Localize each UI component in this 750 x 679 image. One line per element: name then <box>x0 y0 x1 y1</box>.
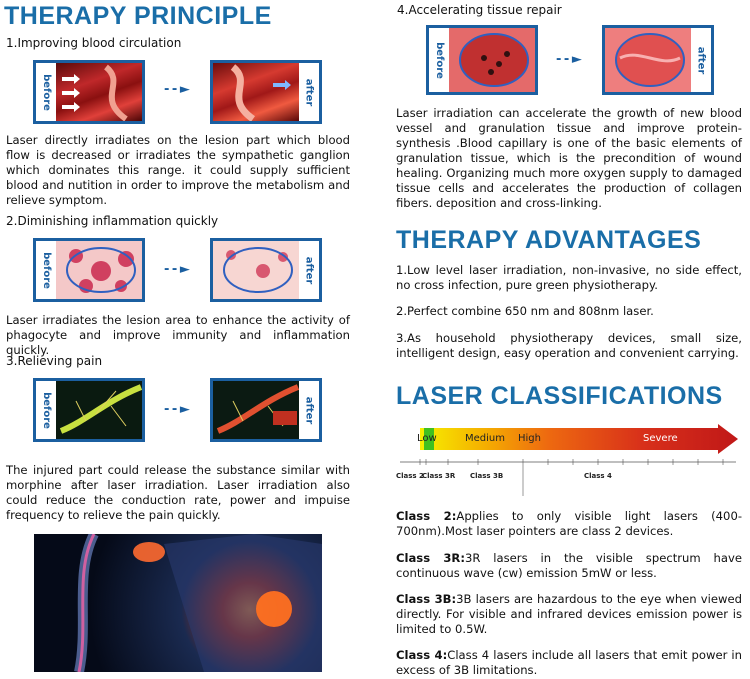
section-4-text: Laser irradiation can accelerate the gro… <box>396 106 742 210</box>
arrow-icon: - - ► <box>164 262 190 277</box>
therapy-principle-title: THERAPY PRINCIPLE <box>4 2 272 30</box>
section-3-text: The injured part could release the subst… <box>6 463 350 522</box>
section-3-heading: 3.Relieving pain <box>6 354 103 368</box>
class-3b-label: Class 3B <box>470 472 504 480</box>
section-1-text: Laser directly irradiates on the lesion … <box>6 133 350 207</box>
before-image-blood: before <box>33 60 145 124</box>
before-image-inflammation: before <box>33 238 145 302</box>
before-image-pain: before <box>33 378 145 442</box>
section-2-text: Laser irradiates the lesion area to enha… <box>6 313 350 357</box>
after-label: after <box>303 396 315 424</box>
severity-scale-bar: Low Medium High Severe <box>417 424 740 454</box>
after-image-inflammation: after <box>210 238 322 302</box>
section-1-heading: 1.Improving blood circulation <box>6 36 182 50</box>
class-entry-name: Class 4: <box>396 648 448 662</box>
class-entry-text: Class 4 lasers include all lasers that e… <box>396 648 742 677</box>
class-entry-text: Applies to only visible light lasers (40… <box>396 509 742 538</box>
after-image-tissue: after <box>602 25 714 95</box>
level-severe: Severe <box>643 433 678 444</box>
blood-vessel-image <box>213 63 299 121</box>
nerve-image <box>56 381 142 439</box>
after-image-blood: after <box>210 60 322 124</box>
class-entry: Class 2:Applies to only visible light la… <box>396 509 742 539</box>
inflammation-cells-image <box>213 241 299 299</box>
after-label: after <box>303 256 315 284</box>
section-2-heading: 2.Diminishing inflammation quickly <box>6 214 219 228</box>
class-entry-name: Class 2: <box>396 509 457 523</box>
level-high: High <box>518 433 541 444</box>
advantage-item: 3.As household physiotherapy devices, sm… <box>396 331 742 360</box>
class-entry-text: 3R lasers in the visible spectrum have c… <box>396 551 742 580</box>
arrow-icon: - - ► <box>164 82 190 97</box>
class-entry-name: Class 3B: <box>396 592 457 606</box>
after-image-pain: after <box>210 378 322 442</box>
power-scale-axis: Class 2 Class 3R Class 3B Class 4 <box>396 456 738 496</box>
after-label: after <box>695 46 707 74</box>
advantage-item: 1.Low level laser irradiation, non-invas… <box>396 263 742 292</box>
class-entry: Class 3B:3B lasers are hazardous to the … <box>396 592 742 637</box>
before-label: before <box>433 41 445 79</box>
class-entry: Class 4:Class 4 lasers include all laser… <box>396 648 742 678</box>
class-entry: Class 3R:3R lasers in the visible spectr… <box>396 551 742 581</box>
class-entry-text: 3B lasers are hazardous to the eye when … <box>396 592 742 636</box>
before-label: before <box>40 251 52 289</box>
nerve-image <box>213 381 300 439</box>
therapy-advantages-title: THERAPY ADVANTAGES <box>396 226 702 254</box>
tissue-image <box>449 28 535 92</box>
inflammation-cells-image <box>56 241 142 299</box>
level-low: Low <box>417 433 437 444</box>
before-image-tissue: before <box>426 25 538 95</box>
laser-classifications-title: LASER CLASSIFICATIONS <box>396 382 723 410</box>
before-label: before <box>40 73 52 111</box>
level-medium: Medium <box>465 433 505 444</box>
advantage-item: 2.Perfect combine 650 nm and 808nm laser… <box>396 304 654 318</box>
body-pain-illustration <box>34 534 322 672</box>
section-4-heading: 4.Accelerating tissue repair <box>397 3 562 17</box>
after-label: after <box>303 78 315 106</box>
arrow-icon: - - ► <box>164 402 190 417</box>
blood-vessel-image <box>56 63 142 121</box>
class-3r-label: Class 3R <box>422 472 456 480</box>
before-label: before <box>40 391 52 429</box>
class-4-label: Class 4 <box>584 472 612 480</box>
tissue-image <box>605 28 691 92</box>
class-2-label: Class 2 <box>396 472 424 480</box>
class-entry-name: Class 3R: <box>396 551 465 565</box>
arrow-icon: - - ► <box>556 52 582 67</box>
